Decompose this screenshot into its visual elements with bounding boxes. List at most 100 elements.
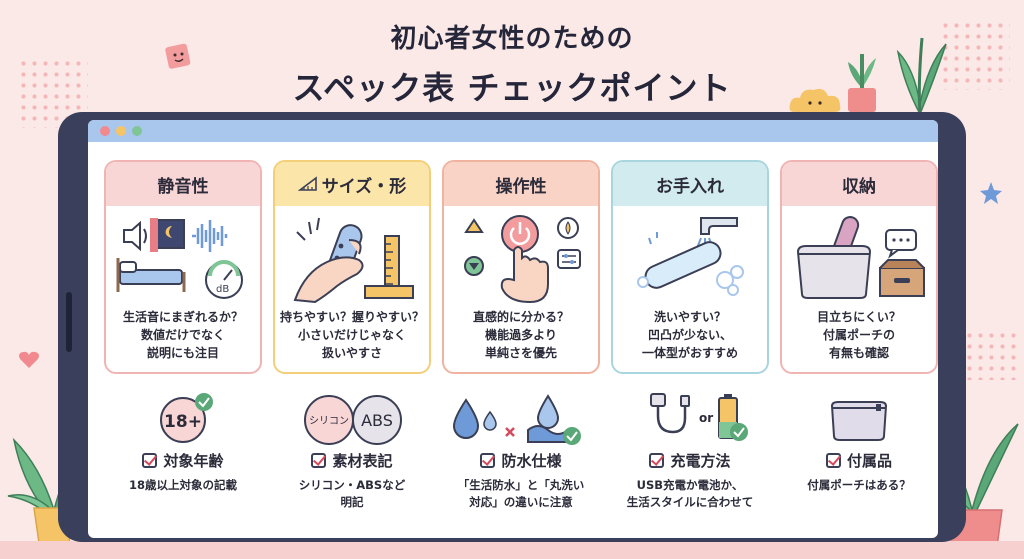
card-operability-line-2: 機能過多より bbox=[485, 328, 557, 342]
title-block: 初心者女性のための スペック表 チェックポイント bbox=[0, 18, 1024, 109]
card-storage-line-3: 有無も確認 bbox=[828, 346, 889, 360]
hand-ruler-icon bbox=[293, 217, 414, 304]
window-minimize-dot[interactable] bbox=[116, 126, 126, 136]
spec-material-desc: シリコン・ABSなど 明記 bbox=[273, 477, 431, 511]
spec-material-title: 素材表記 bbox=[332, 452, 393, 470]
window-close-dot[interactable] bbox=[100, 126, 110, 136]
spec-material-label: 素材表記 bbox=[273, 450, 431, 471]
card-maintenance: お手入れ 洗いやすい？ 凹凸が少ない、 一体型がおすすめ bbox=[611, 160, 769, 374]
tall-plant-icon bbox=[896, 37, 947, 114]
spec-waterproof-line-2: 対応」の違いに注意 bbox=[469, 495, 573, 509]
cloud-face-icon bbox=[789, 88, 841, 112]
checkbox-icon bbox=[142, 453, 158, 468]
card-operability-header: 操作性 bbox=[444, 162, 598, 206]
card-storage-text: 目立ちにくい？ 付属ポーチの 有無も確認 bbox=[786, 308, 932, 362]
card-operability-line-1: 直感的に分かる？ bbox=[472, 310, 569, 324]
title-line-2: スペック表 チェックポイント bbox=[292, 69, 732, 107]
checkbox-icon bbox=[649, 453, 665, 468]
decibel-label: dB bbox=[216, 284, 229, 295]
card-quietness-title: 静音性 bbox=[157, 176, 209, 197]
usb-battery-icon: or bbox=[650, 393, 748, 441]
spec-target-age: 18+ 対象年齢 18歳以上対象の記載 bbox=[104, 392, 262, 494]
spec-accessories-desc: 付属ポーチはある？ bbox=[780, 477, 938, 494]
material-badge-icon: シリコン ABS bbox=[304, 395, 402, 445]
spec-charging-desc: USB充電か電池か、 生活スタイルに合わせて bbox=[611, 477, 769, 511]
star-icon bbox=[980, 182, 1002, 204]
card-maintenance-header: お手入れ bbox=[613, 162, 767, 206]
material-badge-silicone: シリコン bbox=[309, 416, 349, 427]
card-size-shape: サイズ・形 持ちやすい？握りやすい？ 小さいだけじゃなく 扱いやすさ bbox=[273, 160, 431, 374]
spec-waterproof-desc: 「生活防水」と「丸洗い 対応」の違いに注意 bbox=[442, 477, 600, 511]
ruler-small-icon bbox=[297, 176, 317, 191]
spec-waterproof-line-1: 「生活防水」と「丸洗い bbox=[457, 478, 585, 492]
power-button-hand-icon bbox=[464, 215, 581, 304]
spec-accessories-line-1: 付属ポーチはある？ bbox=[807, 478, 911, 492]
checkbox-icon bbox=[311, 453, 327, 468]
bottom-floor-icon bbox=[0, 541, 1024, 559]
dot-pattern-right-mid bbox=[964, 330, 1020, 380]
heart-icon bbox=[19, 351, 39, 368]
cube-face-icon bbox=[165, 43, 191, 69]
spec-accessories-label: 付属品 bbox=[780, 450, 938, 471]
card-operability-title: 操作性 bbox=[495, 176, 547, 197]
spec-charging-line-2: 生活スタイルに合わせて bbox=[626, 495, 754, 509]
window-maximize-dot[interactable] bbox=[132, 126, 142, 136]
card-quietness-header: 静音性 bbox=[106, 162, 260, 206]
card-storage-title: 収納 bbox=[842, 176, 876, 197]
water-drop-icon bbox=[452, 394, 581, 445]
spec-charging-label: 充電方法 bbox=[611, 450, 769, 471]
spec-waterproof-label: 防水仕様 bbox=[442, 450, 600, 471]
spec-material-line-2: 明記 bbox=[340, 495, 364, 509]
spec-waterproof: 防水仕様 「生活防水」と「丸洗い 対応」の違いに注意 bbox=[442, 392, 600, 511]
card-operability-text: 直感的に分かる？ 機能過多より 単純さを優先 bbox=[448, 308, 594, 362]
tablet-side-button bbox=[66, 292, 72, 352]
card-size-shape-line-3: 扱いやすさ bbox=[321, 346, 382, 360]
spec-target-age-line-1: 18歳以上対象の記載 bbox=[128, 478, 237, 492]
spec-target-age-label: 対象年齢 bbox=[104, 450, 262, 471]
card-quietness-text: 生活音にまぎれるか？ 数値だけでなく 説明にも注目 bbox=[110, 308, 256, 362]
age-18-badge-icon: 18+ bbox=[160, 393, 213, 443]
spec-waterproof-title: 防水仕様 bbox=[501, 452, 562, 470]
card-size-shape-text: 持ちやすい？握りやすい？ 小さいだけじゃなく 扱いやすさ bbox=[279, 308, 425, 362]
spec-charging: or 充電方法 USB充電か電池か、 生活スタイルに合わせて bbox=[611, 392, 769, 511]
spec-accessories-title: 付属品 bbox=[846, 452, 892, 470]
card-storage-line-2: 付属ポーチの bbox=[822, 328, 895, 342]
potted-plant-icon bbox=[848, 54, 876, 112]
card-maintenance-title: お手入れ bbox=[656, 176, 724, 197]
checkbox-icon bbox=[825, 453, 841, 468]
card-storage-header: 収納 bbox=[782, 162, 936, 206]
card-quietness-line-2: 数値だけでなく bbox=[140, 328, 225, 342]
faucet-washing-icon bbox=[637, 217, 744, 296]
pouch-drawer-icon bbox=[796, 216, 925, 299]
spec-charging-line-1: USB充電か電池か、 bbox=[636, 478, 744, 492]
card-quietness-line-1: 生活音にまぎれるか？ bbox=[122, 310, 243, 324]
speaker-bed-decibel-icon: dB bbox=[116, 218, 243, 299]
card-quietness-line-3: 説明にも注目 bbox=[146, 346, 219, 360]
spec-target-age-title: 対象年齢 bbox=[163, 452, 224, 470]
dot-pattern-right bbox=[940, 20, 1010, 90]
card-operability: 操作性 直感的に分かる？ 機能過多より 単純さを優先 bbox=[442, 160, 600, 374]
age-badge-text: 18+ bbox=[164, 412, 202, 432]
card-storage: 収納 目立ちにくい？ 付属ポーチの 有無も確認 bbox=[780, 160, 938, 374]
window-topbar bbox=[88, 120, 938, 142]
spec-material-line-1: シリコン・ABSなど bbox=[298, 478, 406, 492]
card-maintenance-text: 洗いやすい？ 凹凸が少ない、 一体型がおすすめ bbox=[617, 308, 763, 362]
card-maintenance-line-3: 一体型がおすすめ bbox=[641, 346, 738, 360]
card-size-shape-line-2: 小さいだけじゃなく bbox=[297, 328, 406, 342]
card-size-shape-header: サイズ・形 bbox=[275, 162, 429, 206]
or-text: or bbox=[699, 411, 713, 425]
card-quietness: 静音性 dB 生活音にまぎれるか？ 数値だけでなく 説明にも注目 bbox=[104, 160, 262, 374]
card-operability-line-3: 単純さを優先 bbox=[484, 346, 557, 360]
spec-charging-title: 充電方法 bbox=[670, 452, 731, 470]
card-size-shape-title: サイズ・形 bbox=[321, 176, 407, 197]
title-line-1: 初心者女性のための bbox=[390, 24, 634, 54]
pouch-icon bbox=[830, 401, 888, 441]
spec-material: シリコン ABS 素材表記 シリコン・ABSなど 明記 bbox=[273, 392, 431, 511]
card-storage-line-1: 目立ちにくい？ bbox=[817, 310, 901, 324]
card-size-shape-line-1: 持ちやすい？握りやすい？ bbox=[279, 310, 424, 324]
spec-accessories: 付属品 付属ポーチはある？ bbox=[780, 392, 938, 494]
spec-target-age-desc: 18歳以上対象の記載 bbox=[104, 477, 262, 494]
material-badge-abs: ABS bbox=[361, 411, 393, 430]
card-maintenance-line-2: 凹凸が少ない、 bbox=[647, 328, 732, 342]
card-maintenance-line-1: 洗いやすい？ bbox=[653, 310, 726, 324]
